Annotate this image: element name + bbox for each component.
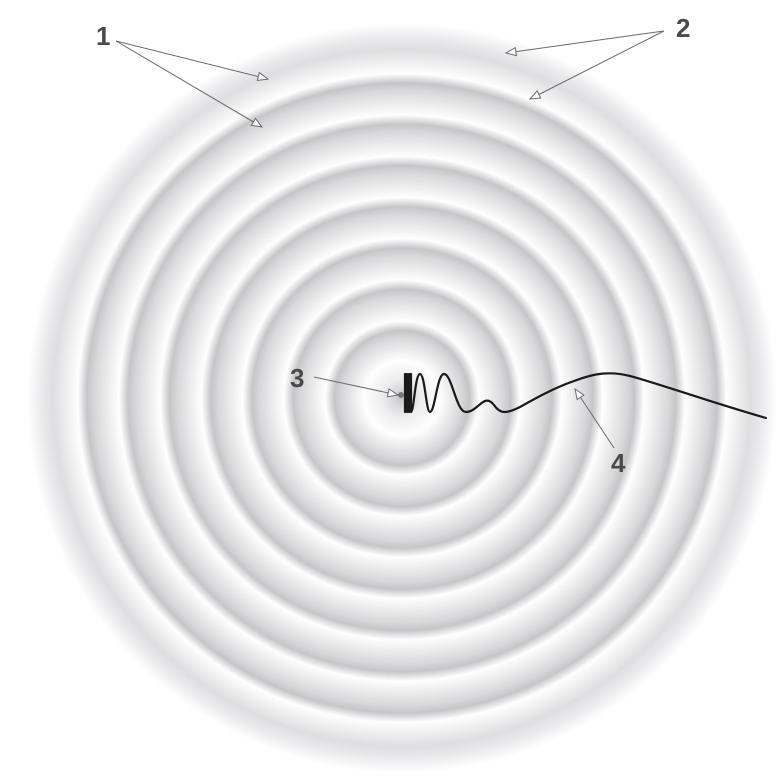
callout-label-3: 3 bbox=[290, 363, 304, 393]
callout-1-arrow-b bbox=[115, 40, 262, 127]
callout-label-4: 4 bbox=[611, 448, 626, 478]
callout-1-arrow-a bbox=[115, 40, 268, 79]
callout-4-arrow bbox=[575, 389, 615, 449]
callout-3-arrow bbox=[313, 376, 398, 395]
callout-label-1: 1 bbox=[96, 21, 110, 51]
callout-2-arrow-b bbox=[530, 30, 665, 99]
wave-rings bbox=[27, 23, 777, 773]
callout-label-2: 2 bbox=[676, 13, 690, 43]
source-point bbox=[398, 392, 404, 398]
emitted-wave bbox=[403, 372, 768, 420]
callout-2-arrow-a bbox=[506, 30, 665, 53]
